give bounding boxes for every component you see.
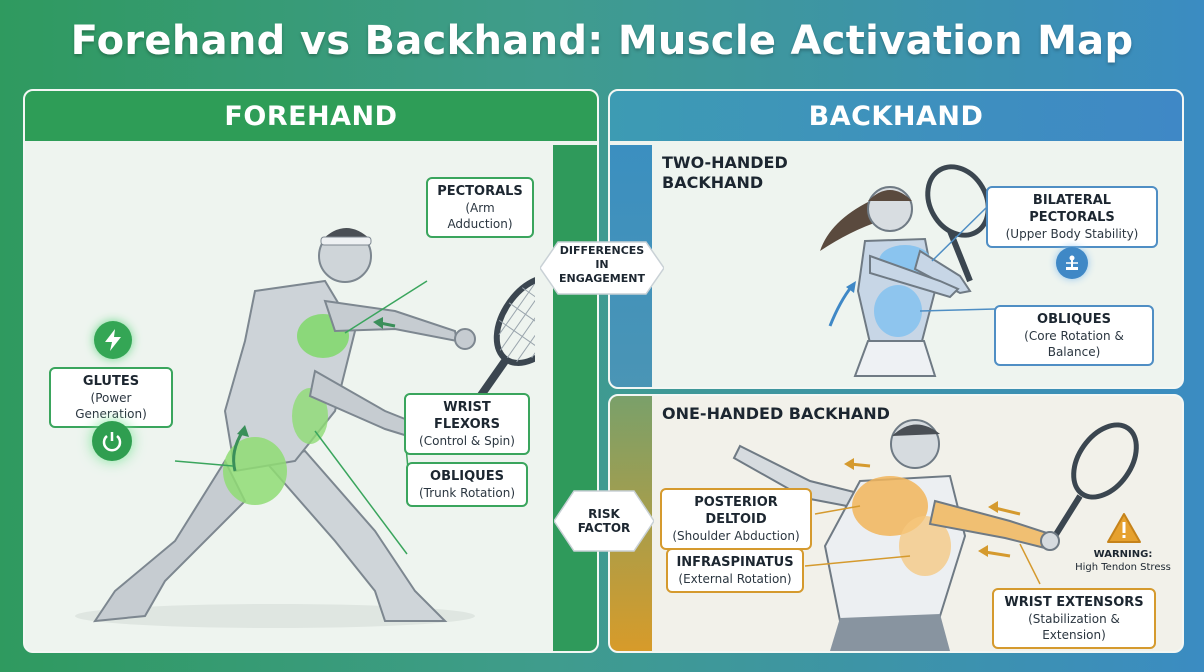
label-glutes: GLUTES (Power Generation) — [49, 367, 173, 428]
one-handed-title: ONE-HANDED BACKHAND — [662, 404, 890, 423]
forehand-header: FOREHAND — [25, 91, 597, 141]
one-handed-player-illustration — [732, 419, 1139, 651]
two-handed-title: TWO-HANDED BACKHAND — [662, 153, 788, 192]
page-title: Forehand vs Backhand: Muscle Activation … — [70, 18, 1134, 64]
forehand-side-strip — [553, 145, 597, 651]
lightning-icon — [94, 321, 132, 359]
label-two-handed-obliques: OBLIQUES (Core Rotation & Balance) — [994, 305, 1154, 366]
label-wrist-flexors: WRIST FLEXORS (Control & Spin) — [404, 393, 530, 455]
warning-icon — [1107, 513, 1141, 543]
one-handed-panel: ONE-HANDED BACKHAND POSTERIOR DELTOID (S… — [608, 394, 1184, 653]
label-obliques: OBLIQUES (Trunk Rotation) — [406, 462, 528, 507]
risk-factor-connector: RISK FACTOR — [554, 487, 654, 555]
label-pectorals: PECTORALS (Arm Adduction) — [426, 177, 534, 238]
warning-note: WARNING: High Tendon Stress — [1075, 549, 1171, 573]
label-posterior-deltoid: POSTERIOR DELTOID (Shoulder Abduction) — [660, 488, 812, 550]
two-handed-player-illustration — [820, 164, 996, 377]
differences-connector: DIFFERENCES IN ENGAGEMENT — [540, 238, 664, 298]
forehand-player-illustration — [75, 227, 535, 628]
power-icon — [92, 421, 132, 461]
label-wrist-extensors: WRIST EXTENSORS (Stabilization & Extensi… — [992, 588, 1156, 649]
backhand-header: BACKHAND — [610, 91, 1182, 141]
label-bilateral-pectorals: BILATERAL PECTORALS (Upper Body Stabilit… — [986, 186, 1158, 248]
forehand-panel: FOREHAND — [23, 89, 599, 653]
label-infraspinatus: INFRASPINATUS (External Rotation) — [666, 548, 804, 593]
backhand-panel: BACKHAND TWO-HANDED BACKHAND BILATERAL P… — [608, 89, 1184, 389]
balance-icon — [1056, 247, 1088, 279]
